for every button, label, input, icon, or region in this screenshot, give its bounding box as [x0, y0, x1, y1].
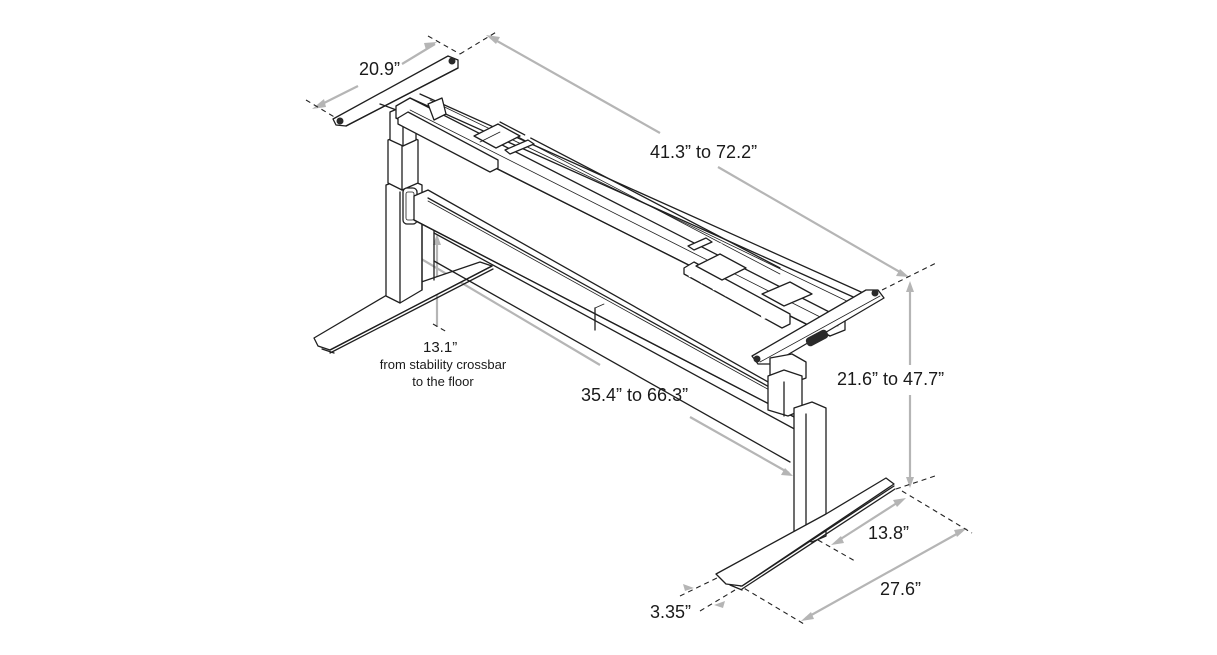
dim-frame-width [486, 35, 909, 277]
dim-height-range [906, 281, 914, 488]
dim-foot-thickness [683, 584, 725, 608]
left-adjust-plate [397, 97, 535, 173]
note-line-2: to the floor [412, 374, 474, 389]
label-height-range: 21.6” to 47.7” [837, 369, 945, 389]
label-foot-inner: 13.8” [868, 523, 910, 543]
dim-foot-inner [831, 498, 906, 545]
dimension-lines [312, 35, 967, 621]
label-frame-width: 41.3” to 72.2” [650, 142, 758, 162]
label-top-bracket-depth: 20.9” [359, 59, 401, 79]
right-foot [715, 477, 896, 591]
stability-crossbar [413, 189, 801, 463]
label-foot-thickness: 3.35” [650, 602, 692, 622]
dim-top-bracket [312, 42, 437, 109]
extension-lines [305, 30, 973, 625]
note-line-1: from stability crossbar [379, 357, 507, 372]
label-crossbar-height-note: from stability crossbar to the floor [368, 356, 518, 390]
dim-foot-length [801, 528, 967, 621]
label-foot-length: 27.6” [880, 579, 922, 599]
label-crossbar-width: 35.4” to 66.3” [581, 385, 689, 405]
right-adjust-plate [683, 237, 813, 329]
handset-icon [805, 329, 829, 347]
right-top-bracket [751, 289, 885, 365]
left-leg [385, 105, 435, 304]
left-foot [313, 261, 494, 354]
desk-frame [313, 55, 896, 591]
right-leg [767, 353, 827, 543]
label-crossbar-height: 13.1” [423, 339, 458, 356]
